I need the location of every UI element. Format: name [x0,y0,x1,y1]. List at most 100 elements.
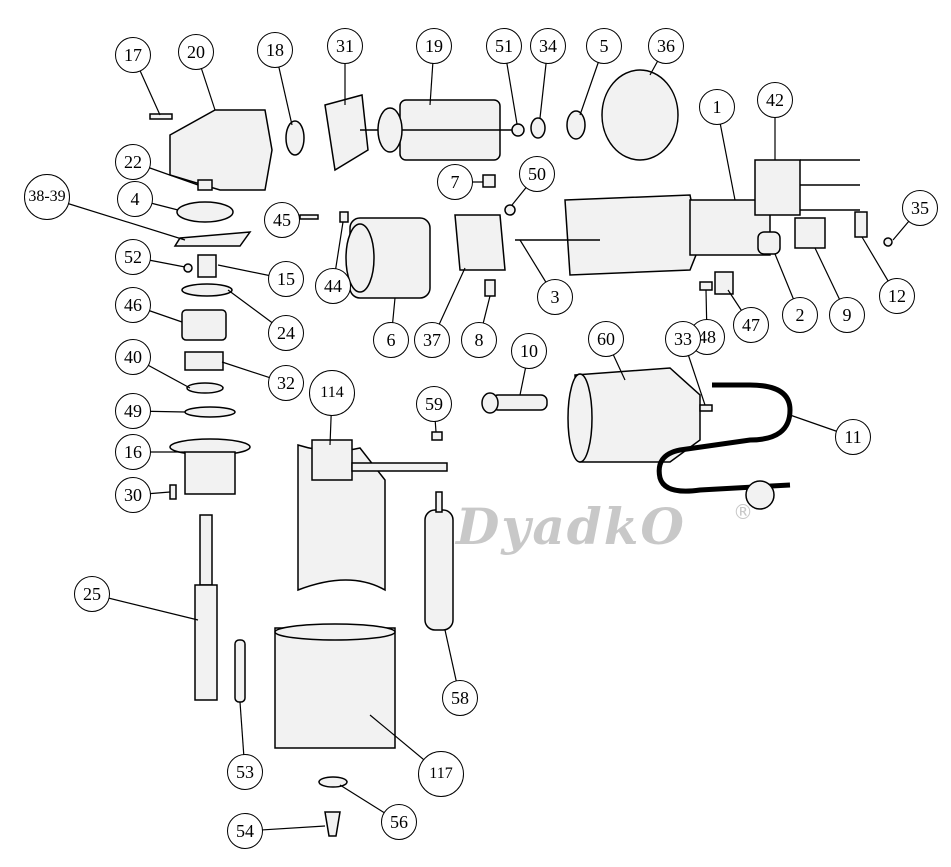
bearing-part [184,351,224,371]
registered-mark: ® [733,500,753,524]
gasket-part [173,231,252,247]
part-callout-7: 7 [437,164,473,200]
part-callout-2: 2 [782,297,818,333]
part-callout-54: 54 [227,813,263,849]
bearing-part [285,120,305,156]
washer-part [511,123,525,137]
core-bit-part [274,623,396,749]
guard-part [297,439,448,592]
leader-line [46,196,186,241]
brush-holder-part [757,231,781,255]
handle-part [424,491,454,631]
part-callout-35: 35 [902,190,938,226]
part-callout-9: 9 [829,297,865,333]
part-callout-60: 60 [588,321,624,357]
baffle-part [324,94,369,172]
plug-part [745,480,775,510]
part-callout-32: 32 [268,365,304,401]
part-callout-51: 51 [486,28,522,64]
part-callout-58: 58 [442,680,478,716]
part-callout-44: 44 [315,268,351,304]
brush-part [484,279,496,297]
part-callout-117: 117 [418,751,464,797]
spring-part [699,281,713,291]
part-callout-18: 18 [257,32,293,68]
part-callout-52: 52 [115,239,151,275]
cover-part [601,69,679,161]
part-callout-40: 40 [115,339,151,375]
part-callout-46: 46 [115,287,151,323]
part-callout-1: 1 [699,89,735,125]
part-callout-16: 16 [115,434,151,470]
part-callout-37: 37 [414,322,450,358]
part-callout-4: 4 [117,181,153,217]
part-callout-17: 17 [115,37,151,73]
screw-part [169,484,177,500]
screw-part [299,214,319,220]
part-callout-47: 47 [733,307,769,343]
gear-housing-part [169,109,273,191]
part-callout-49: 49 [115,393,151,429]
part-callout-31: 31 [327,28,363,64]
spring-part [504,204,516,216]
part-callout-50: 50 [519,156,555,192]
part-callout-25: 25 [74,576,110,612]
part-callout-15: 15 [268,261,304,297]
part-callout-8: 8 [461,322,497,358]
washer-part [318,776,348,788]
spindle-housing-part [169,438,251,495]
motor-housing-part [515,194,771,276]
washer-part [181,283,233,297]
screw-part [183,263,193,273]
part-callout-11: 11 [835,419,871,455]
part-callout-20: 20 [178,34,214,70]
flange-part [176,201,234,223]
watermark-logo: DyadkO [456,497,686,556]
side-handle-part [481,392,548,414]
part-callout-38-39: 38-39 [24,174,70,220]
nut-part [431,431,443,441]
switch-part [754,159,801,216]
part-callout-6: 6 [373,322,409,358]
spindle-part [194,514,218,701]
part-callout-3: 3 [537,279,573,315]
screw-part [699,404,713,412]
part-callout-59: 59 [416,386,452,422]
part-callout-10: 10 [511,333,547,369]
part-callout-56: 56 [381,804,417,840]
screw-part [324,811,341,837]
nut-part [339,211,349,223]
rear-housing-part [567,367,701,463]
bearing-part [530,117,546,139]
clip-part [714,271,734,295]
pin-part [197,254,217,278]
armature-part [360,99,520,161]
part-callout-53: 53 [227,754,263,790]
stator-part [345,217,431,299]
part-callout-5: 5 [586,28,622,64]
screw-part [883,237,893,247]
part-callout-114: 114 [309,370,355,416]
brush-holder-part [454,214,506,271]
part-callout-24: 24 [268,315,304,351]
circlip-part [184,406,236,418]
key-part [234,639,246,703]
part-callout-22: 22 [115,144,151,180]
clamp-part [854,211,868,238]
power-cord-part [656,382,793,494]
part-callout-42: 42 [757,82,793,118]
switch-block-part [794,217,826,249]
part-callout-45: 45 [264,202,300,238]
washer-part [186,382,224,394]
part-callout-34: 34 [530,28,566,64]
sleeve-part [181,309,227,341]
part-callout-30: 30 [115,477,151,513]
bearing-part [566,110,586,140]
part-callout-19: 19 [416,28,452,64]
leader-line [91,593,199,621]
brush-part [482,174,496,188]
part-callout-36: 36 [648,28,684,64]
part-callout-33: 33 [665,321,701,357]
